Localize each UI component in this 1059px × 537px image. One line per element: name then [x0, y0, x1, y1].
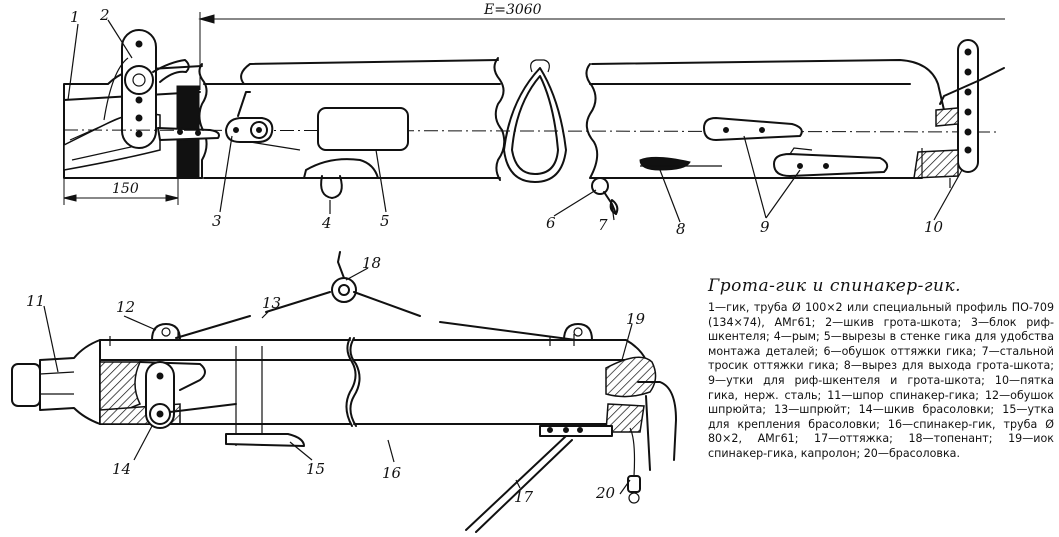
dimension-e: E=3060	[198, 2, 1005, 90]
callout-15: 15	[306, 460, 325, 478]
callout-8: 8	[676, 220, 686, 238]
pole-spur	[11, 339, 101, 425]
callout-20: 20	[595, 484, 616, 502]
callout-19: 19	[626, 310, 646, 328]
callout-18: 18	[362, 254, 381, 272]
main-boom: E=3060	[63, 2, 1005, 238]
boom-right-segment	[585, 59, 945, 179]
bridle	[175, 251, 577, 341]
mainsheet-sheave	[103, 29, 190, 149]
callout-3: 3	[212, 212, 222, 230]
eye-ring	[303, 158, 379, 199]
bridle-eye-left	[151, 323, 181, 341]
dimension-e-label: E=3060	[483, 2, 542, 18]
callout-16: 16	[382, 464, 402, 482]
brace-hook	[627, 427, 641, 504]
callout-6: 6	[546, 214, 556, 232]
callout-10: 10	[924, 218, 944, 236]
boom-heel	[913, 39, 1005, 188]
callout-14: 14	[112, 460, 131, 478]
callout-13: 13	[262, 294, 281, 312]
vang-eye	[591, 177, 619, 215]
caption-text: 1—гик, труба Ø 100×2 или специальный про…	[708, 301, 1054, 460]
leaders-bottom	[43, 267, 633, 495]
mainsheet-slot	[639, 156, 691, 171]
callout-1: 1	[70, 8, 80, 26]
leaders-top	[67, 19, 963, 223]
pole-right-segment	[353, 339, 647, 425]
callout-12: 12	[116, 298, 135, 316]
dimension-150-label: 150	[112, 181, 139, 197]
spinnaker-pole: 11 12 13 14 15 16 17 18 19 20	[11, 251, 677, 533]
pole-jaw	[605, 356, 677, 471]
caption-title: Грота-гик и спинакер-гик.	[708, 276, 962, 296]
boom-cross-section	[503, 59, 567, 183]
callout-4: 4	[321, 214, 332, 232]
callout-11: 11	[26, 292, 45, 310]
boom-centreline	[63, 129, 1001, 133]
callout-17: 17	[514, 488, 534, 506]
pole-downhaul	[465, 425, 613, 533]
bridle-eye-right	[549, 323, 593, 346]
brace-cleat	[225, 433, 305, 447]
wall-cutout	[317, 107, 409, 151]
cleats	[703, 117, 889, 177]
callout-5: 5	[380, 212, 390, 230]
brace-sheave	[145, 361, 237, 429]
callout-2: 2	[99, 6, 110, 24]
callout-9: 9	[760, 218, 770, 236]
callout-7: 7	[598, 216, 608, 234]
dimension-150: 150	[63, 178, 179, 205]
reef-block	[225, 91, 301, 151]
figure-caption: Грота-гик и спинакер-гик. 1—гик, труба Ø…	[708, 276, 1054, 462]
